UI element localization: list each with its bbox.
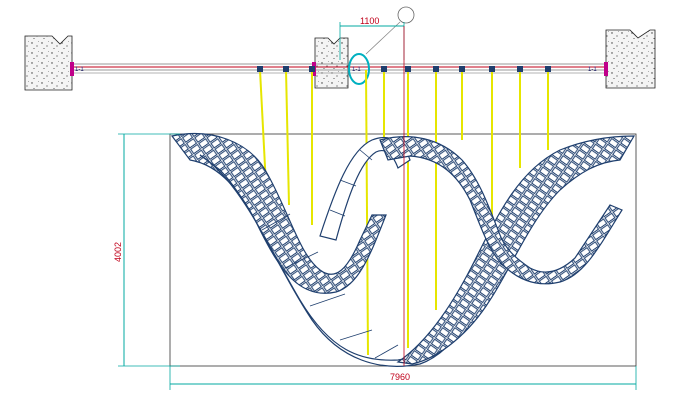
top-dimension-label: 1100	[360, 16, 379, 26]
right-anchor: 1-1	[588, 62, 608, 76]
left-anchor: 1-1	[70, 62, 84, 76]
hanger	[259, 69, 267, 187]
hangers	[259, 69, 549, 356]
width-dimension-label: 7960	[390, 372, 410, 382]
width-dimension: 7960	[169, 366, 637, 390]
left-wall-block	[24, 35, 73, 91]
hanger	[365, 69, 369, 356]
detail-highlight	[348, 53, 370, 85]
top-dimension: 1100	[339, 16, 405, 60]
center-wall-block	[314, 37, 349, 89]
height-dimension-label: 4002	[113, 242, 123, 262]
hanger-clamps	[257, 66, 551, 72]
right-anchor-label: 1-1	[588, 67, 597, 73]
left-anchor-label: 1-1	[75, 67, 84, 73]
plain-ribbon-arch	[319, 137, 411, 241]
callout-bubble	[397, 6, 415, 24]
right-wall-block	[605, 29, 656, 89]
mesh-ribbon-right-lower	[396, 135, 636, 365]
center-anchor-label: 1-1	[352, 67, 361, 73]
hanger	[285, 69, 290, 206]
callout-leader	[365, 21, 401, 55]
